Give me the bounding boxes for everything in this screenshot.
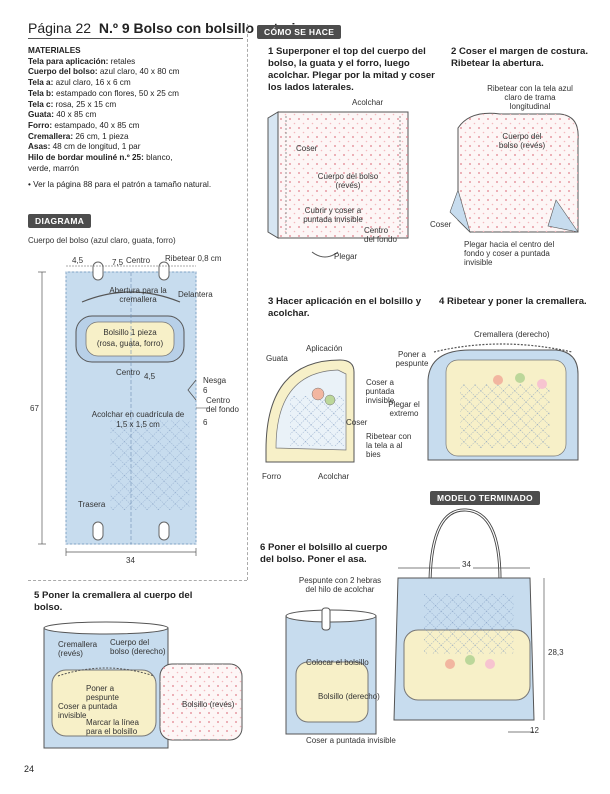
label-nesga: Nesga [203,376,227,385]
s3-aplicacion: Aplicación [306,344,343,353]
s5-marcar: Marcar la línea para el bolsillo [86,718,139,736]
materials-title: MATERIALES [28,46,81,55]
s5-coser-invisible: Coser a puntada invisible [58,702,118,720]
s6-bolsillo: Bolsillo (derecho) [318,692,380,701]
column-divider [247,24,248,580]
materials-list: MATERIALES Tela para aplicación: retales… [28,46,238,191]
material-item: Tela a: azul claro, 16 x 6 cm [28,78,131,88]
dim-6-a: 6 [203,386,208,395]
s4-coser-invisible: Coser a puntada invisible [365,378,395,405]
label-trasera: Trasera [78,500,106,509]
step-4-title: 4 Ribetear y poner la cremallera. [439,296,587,307]
material-item: Forro: estampado, 40 x 85 cm [28,120,140,130]
title-rule [28,38,243,39]
material-item: Cuerpo del bolso: azul claro, 40 x 80 cm [28,67,180,77]
material-item: Tela b: estampado con flores, 50 x 25 cm [28,88,179,98]
s5-bolsillo: Bolsillo (revés) [182,700,235,709]
label-ribetear: Ribetear 0,8 cm [165,254,222,263]
s2-plegar: Plegar hacia el centro del fondo y coser… [464,240,555,267]
label-abertura: Abertura para la cremallera [109,286,167,304]
s2-ribetear: Ribetear con la tela azul claro de trama… [487,84,573,111]
s6-pespunte: Pespunte con 2 hebras del hilo de acolch… [298,576,382,594]
step-3-title: 3 Hacer aplicación en el bolsillo y acol… [268,296,422,319]
s1-cuerpo: Cuerpo del bolso (revés) [317,172,379,190]
pattern-note: • Ver la página 88 para el patrón a tama… [28,180,212,190]
s5-cremallera: Cremallera (revés) [58,640,98,658]
finished-badge: MODELO TERMINADO [430,491,540,505]
s4-ribetear: Ribetear con la tela a al bies [366,432,412,459]
step-1-title: 1 Superponer el top del cuerpo del bolso… [268,46,435,93]
s1-centro-fondo: Centro del fondo [364,226,397,244]
project-title: N.º 9 Bolso con bolsillo exterior [98,20,310,36]
finished-dim-28-3: 28,3 [548,648,564,657]
diagram-badge: DIAGRAMA [28,214,92,228]
label-delantera: Delantera [178,290,213,299]
s4-plegar: Plegar el extremo [388,400,420,418]
dim-7-5: 7,5 [112,258,124,267]
page-title: Página 22 N.º 9 Bolso con bolsillo exter… [28,20,309,36]
material-item: Tela para aplicación: retales [28,56,136,66]
material-item: Asas: 48 cm de longitud, 1 par [28,142,141,152]
label-centro-fondo: Centro del fondo [206,396,239,414]
s3-guata: Guata [266,354,288,363]
label-centro-mid: Centro [116,368,141,377]
s1-cubrir: Cubrir y coser a puntada invisible [303,206,363,224]
label-acolchar: Acolchar en cuadrícula de 1,5 x 1,5 cm [91,410,185,429]
s2-cuerpo: Cuerpo del bolso (revés) [498,132,546,150]
s6-coser-invisible: Coser a puntada invisible [306,736,396,745]
page-reference: Página 22 [28,20,92,36]
material-item: Tela c: rosa, 25 x 15 cm [28,99,117,109]
dim-4-5-mid: 4,5 [144,372,156,381]
label-bolsillo-sub: (rosa, guata, forro) [96,339,164,348]
s6-colocar: Colocar el bolsillo [306,658,369,667]
finished-dim-12: 12 [530,726,539,735]
page-number: 24 [24,764,35,774]
label-centro-top: Centro [126,256,151,265]
section-divider [28,580,247,581]
step-5-title: 5 Poner la cremallera al cuerpo del bols… [34,590,193,613]
step-6-title: 6 Poner el bolsillo al cuerpo del bolso.… [260,542,388,565]
s2-coser: Coser [430,220,452,229]
s1-plegar: Plegar [334,252,358,261]
how-to-badge: CÓMO SE HACE [257,25,342,39]
s4-cremallera: Cremallera (derecho) [474,330,550,339]
s5-cuerpo: Cuerpo del bolso (derecho) [110,638,166,656]
s3-coser: Coser [346,418,368,427]
finished-dim-34: 34 [460,560,473,570]
dim-6-b: 6 [203,418,208,427]
label-bolsillo: Bolsillo 1 pieza [103,328,157,337]
step-2-title: 2 Coser el margen de costura. Ribetear l… [451,46,589,69]
s1-acolchar: Acolchar [352,98,384,107]
s3-acolchar: Acolchar [318,472,350,481]
s4-poner: Poner a pespunte [395,350,429,368]
dim-4-5-top: 4,5 [72,256,84,265]
material-item: Guata: 40 x 85 cm [28,110,97,120]
material-item: Hilo de bordar mouliné n.º 25: blanco, v… [28,153,173,173]
s1-coser: Coser [296,144,318,153]
material-item: Cremallera: 26 cm, 1 pieza [28,131,129,141]
dim-34: 34 [126,556,135,565]
s3-forro: Forro [262,472,282,481]
diagram-caption: Cuerpo del bolso (azul claro, guata, for… [28,236,176,245]
dim-67: 67 [30,404,39,413]
s5-poner: Poner a pespunte [86,684,119,702]
